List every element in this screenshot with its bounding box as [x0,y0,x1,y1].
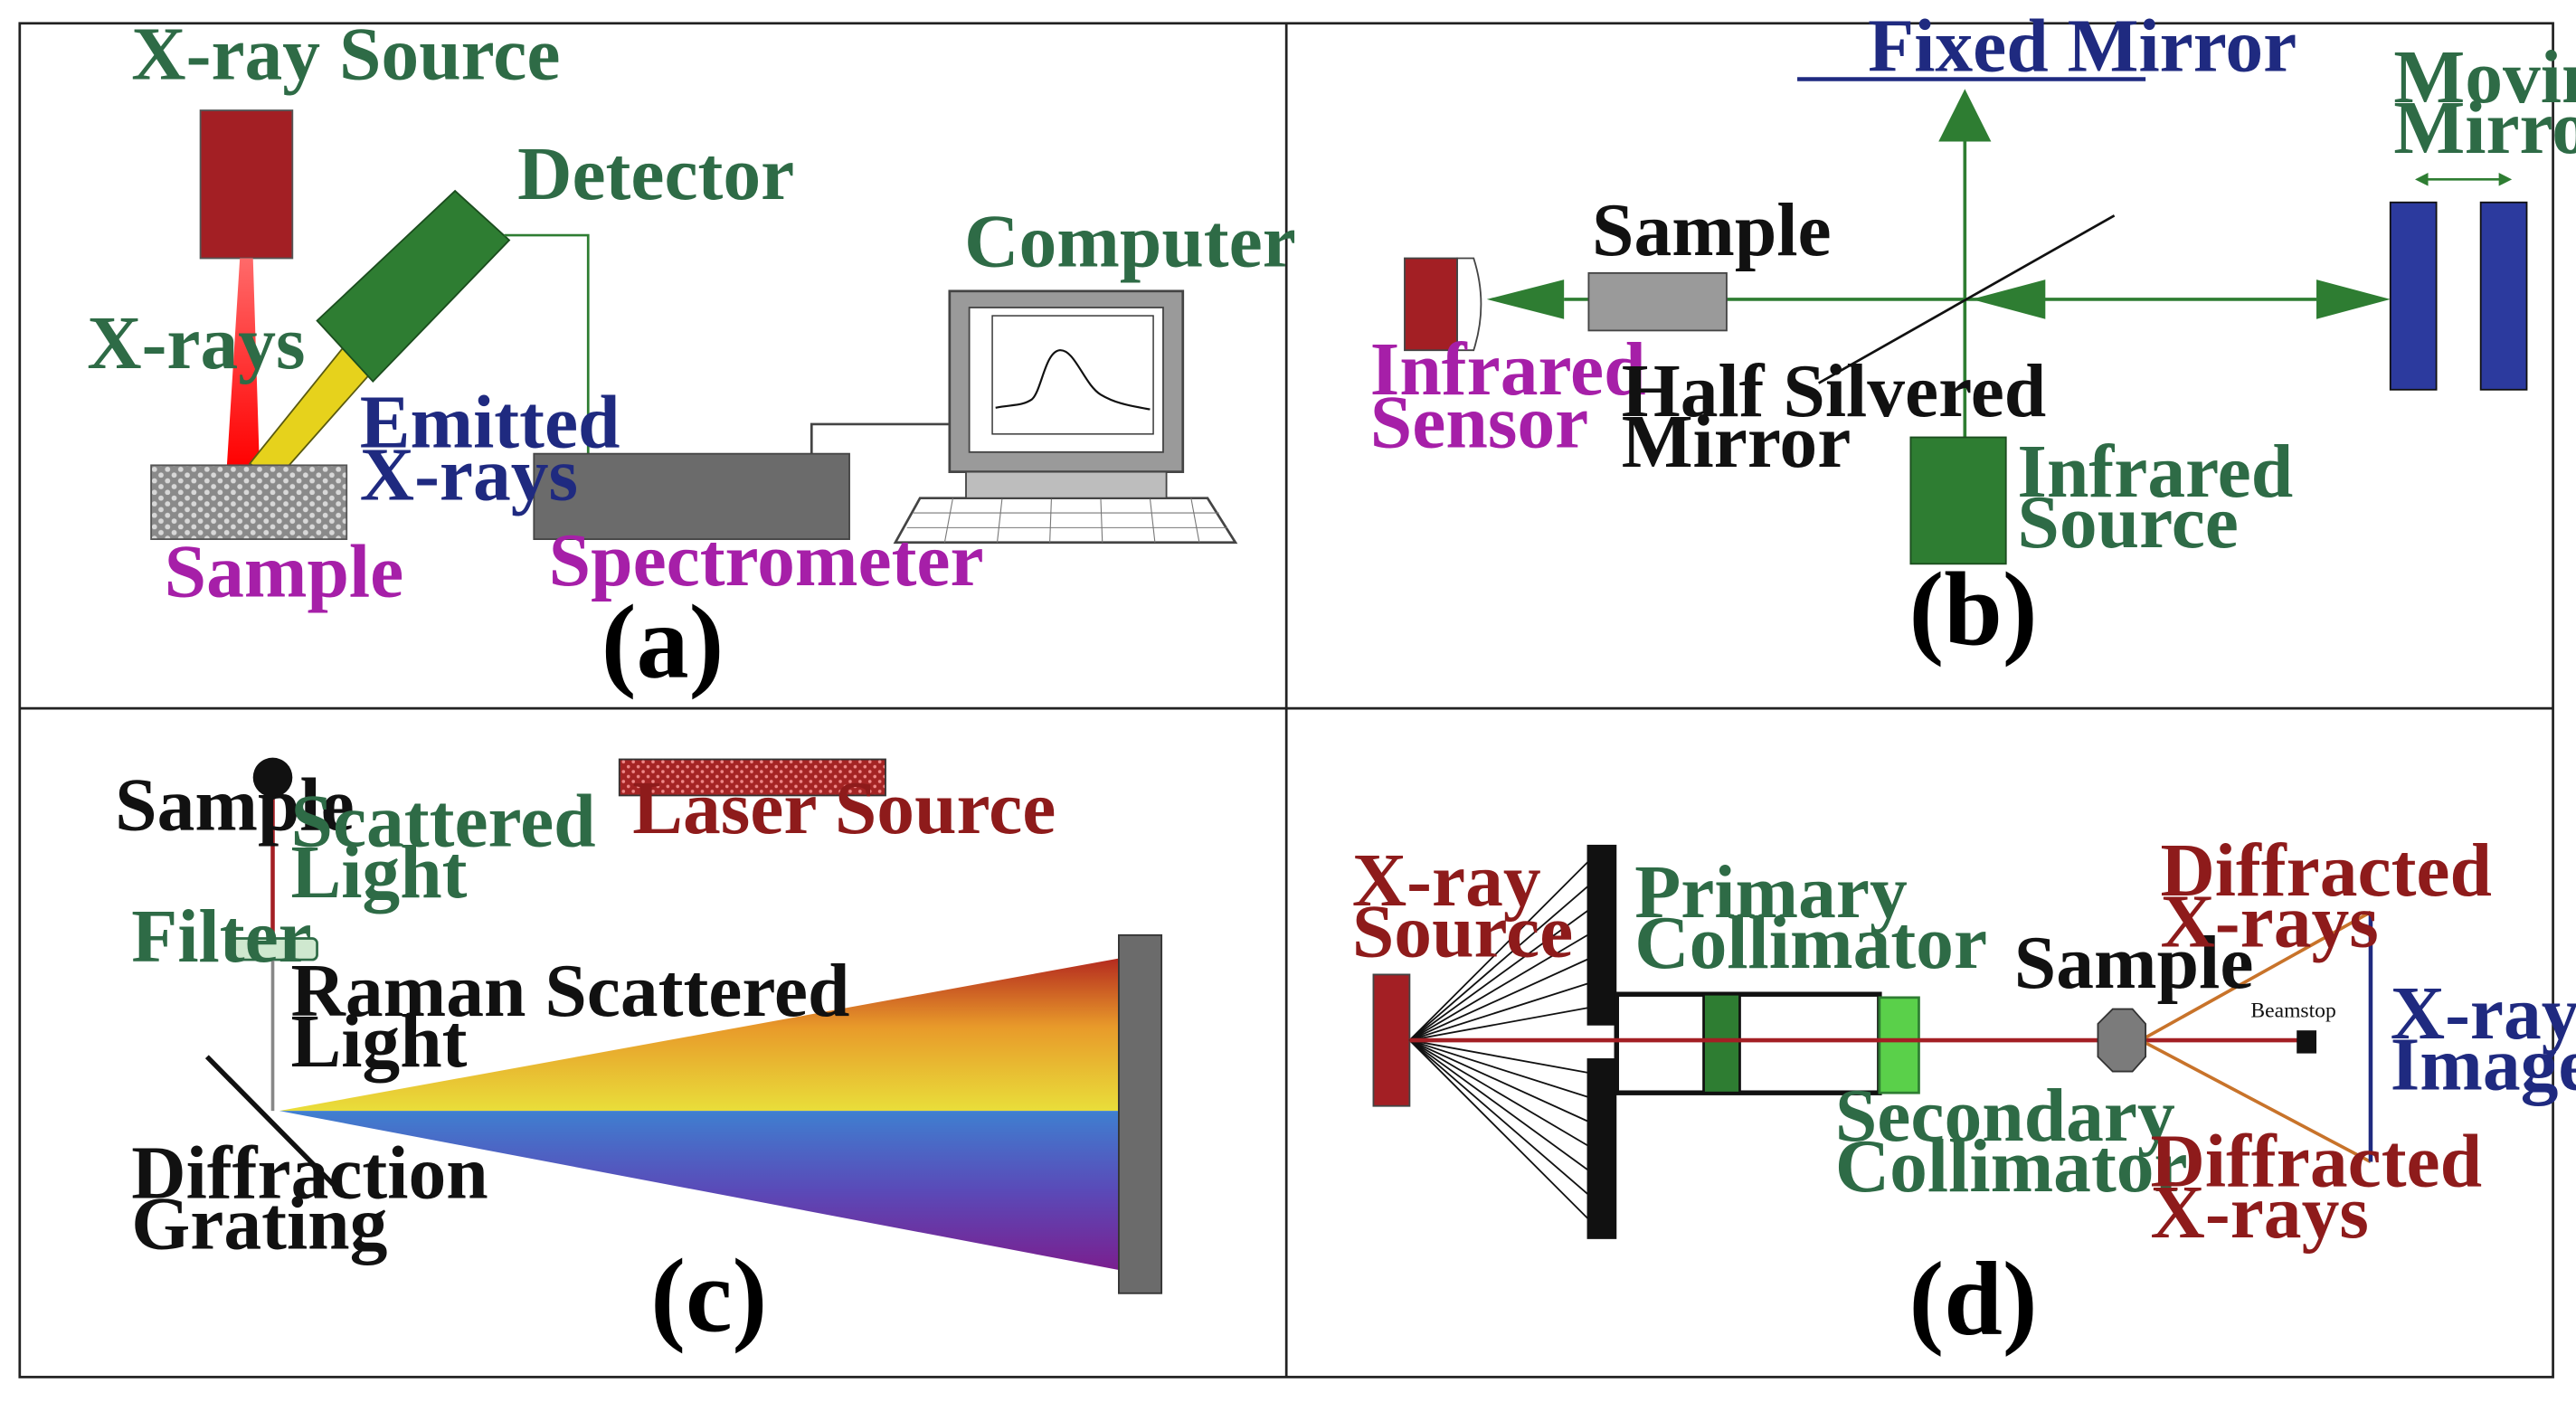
infrared-sensor-icon [1404,257,1482,352]
half-silvered-label-line1: Half Silvered [1622,350,2047,433]
diffracted-ray-top [2139,910,2372,1042]
arrow-left-splitter-icon [1971,279,2046,319]
detector-box [316,189,511,384]
beamstop-label: Beamstop [2250,999,2335,1023]
secondary-collimator-label-line2: Collimator [1835,1125,2188,1208]
arrow-left-sensor-icon [1486,279,1565,319]
panel-c-raman: Sample Scattered Light Laser Source Filt… [115,757,1163,1355]
infrared-source-label-line2: Source [2017,481,2238,564]
caption-b: (b) [1909,551,2038,668]
warm-spectrum-fan [279,958,1121,1112]
xray-source-label-d-line2: Source [1352,890,1573,973]
half-silvered-mirror [1818,214,2116,384]
half-silvered-label-line2: Mirror [1622,401,1852,484]
scattered-light-label-line1: Scattered [290,781,595,864]
panel-grid [18,22,2554,1378]
xray-beam [226,258,260,469]
spectrometer-label: Spectrometer [549,519,984,602]
emitted-label-line2: X-rays [360,434,578,517]
laser-source-label: Laser Source [632,767,1056,850]
laser-source-box [618,758,886,797]
sample-block [150,464,348,541]
beamstop-block [2297,1030,2317,1054]
detector-cable [504,233,590,454]
primary-collimator [1702,992,1741,1094]
primary-collimator-label-line2: Collimator [1634,902,1987,985]
panel-d-xrd: X-ray Source Primary Collimator Secondar… [1352,829,2576,1358]
diffracted-top-label-line1: Diffracted [2160,829,2492,913]
sample-hexagon [2097,1008,2147,1073]
secondary-collimator-label-line1: Secondary [1835,1075,2175,1158]
caption-a: (a) [601,584,724,701]
spectrum-plot [995,349,1151,411]
detector-screen [1118,933,1163,1294]
panel-a-xrf: X-ray Source Detector X-rays Emitted X-r… [87,14,1296,701]
grating-label-line2: Grating [131,1183,387,1266]
aperture-top [1586,844,1617,1026]
raman-label-line1: Raman Scattered [290,950,849,1033]
caption-d: (d) [1909,1241,2038,1358]
infrared-sensor-label-line2: Sensor [1370,381,1588,464]
divergent-rays [1408,858,1591,1222]
sample-label-c: Sample [115,764,355,848]
filter-label: Filter [131,895,311,979]
arrow-up-icon [1938,89,1992,142]
xray-source-box-d [1372,973,1411,1107]
diffraction-grating [204,1055,344,1195]
diffracted-top-label-line2: X-rays [2160,881,2378,964]
spectrometer-cable [810,422,950,454]
xray-source-label-d-line1: X-ray [1352,839,1541,923]
raman-label-line2: Light [290,1000,467,1084]
xray-source-label: X-ray Source [131,14,560,97]
fixed-mirror-label: Fixed Mirror [1868,5,2297,88]
aperture-bottom [1586,1058,1617,1239]
spectrometer-box [533,452,850,540]
infrared-source-label-line1: Infrared [2017,431,2293,514]
emitted-label-line1: Emitted [360,381,620,464]
sample-label-b: Sample [1592,189,1832,272]
computer-label: Computer [964,201,1296,284]
moving-mirror-label-line1: Moving [2393,36,2576,119]
sample-sphere [252,757,293,798]
sample-box-b [1587,271,1728,332]
sample-label-d: Sample [2014,922,2254,1005]
xrays-label: X-rays [87,302,305,385]
primary-collimator-label-line1: Primary [1634,851,1908,934]
diffracted-ray-bottom [2139,1038,2372,1164]
moving-mirror-label-line2: Mirror [2393,87,2576,170]
moving-mirror-right [2479,201,2528,391]
diffracted-bottom-label-line1: Diffracted [2151,1121,2483,1204]
xray-imager-label-line2: Imager [2391,1024,2576,1107]
arrow-right-mirror-icon [2316,279,2391,319]
double-arrow-icon [2415,173,2513,186]
computer-icon [893,289,1238,545]
diffracted-bottom-label-line2: X-rays [2151,1171,2369,1255]
moving-mirror-left [2389,201,2438,391]
infrared-source-box [1909,436,2007,565]
xray-imager-label-line1: X-ray [2391,972,2576,1056]
caption-c: (c) [650,1238,767,1355]
scattered-light-label-line2: Light [290,831,467,914]
infrared-sensor-label-line1: Infrared [1370,328,1646,412]
detector-label: Detector [517,133,794,216]
secondary-collimator [1878,996,1920,1094]
panel-b-ftir: Fixed Mirror Moving Mirror Sample Infrar… [1370,5,2576,668]
sample-label: Sample [165,531,404,614]
grating-label-line1: Diffraction [131,1132,488,1215]
xray-source-box [199,109,294,260]
